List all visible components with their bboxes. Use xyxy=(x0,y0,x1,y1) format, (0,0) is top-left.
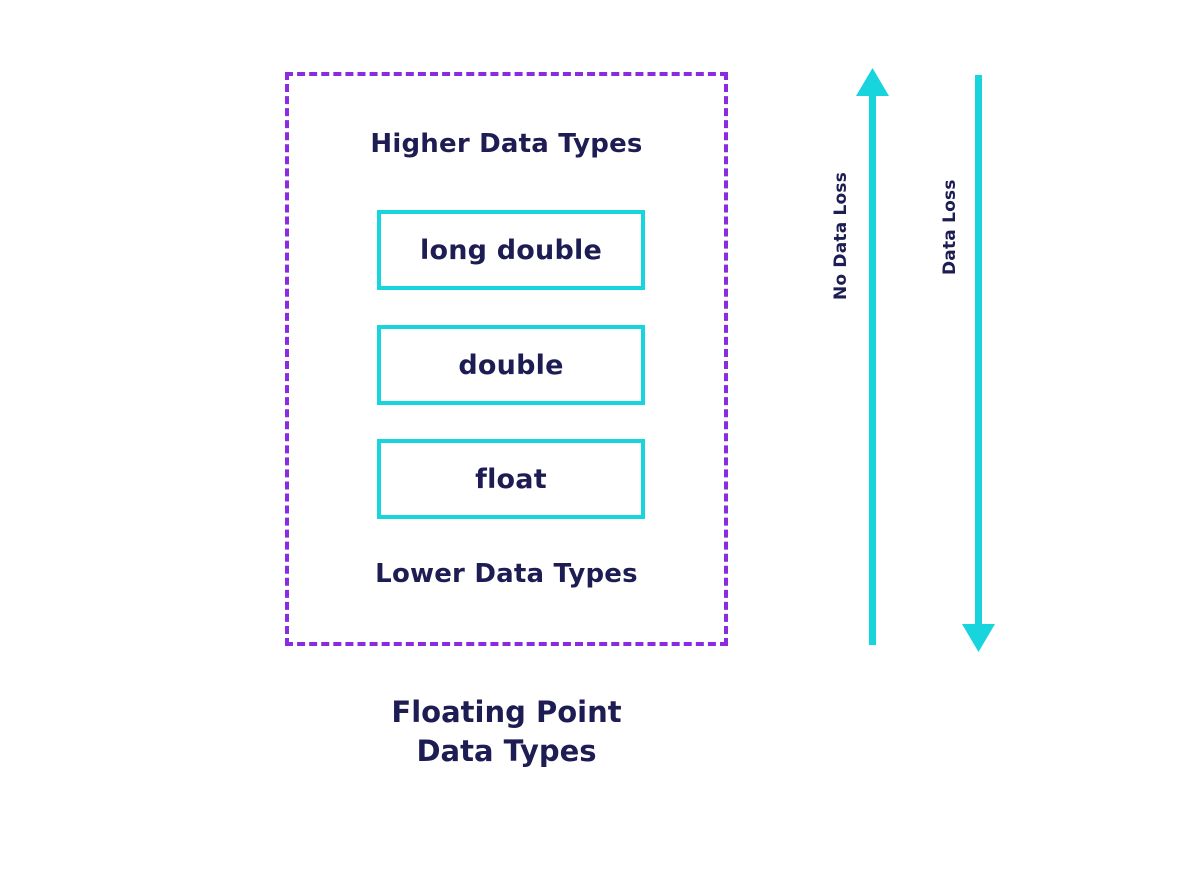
caption-line-1: Floating Point xyxy=(391,695,622,729)
conversion-arrows: No Data Loss Data Loss xyxy=(800,60,1060,660)
type-box-float: float xyxy=(377,439,645,519)
type-label-double: double xyxy=(458,349,564,381)
data-loss-arrow-icon xyxy=(962,75,995,652)
type-box-double: double xyxy=(377,325,645,405)
diagram-caption: Floating Point Data Types xyxy=(285,693,728,771)
caption-line-2: Data Types xyxy=(416,734,597,769)
type-label-float: float xyxy=(475,463,547,495)
no-data-loss-arrow-icon xyxy=(856,68,889,645)
type-box-long-double: long double xyxy=(377,210,645,290)
type-label-long-double: long double xyxy=(420,234,602,266)
arrows-svg xyxy=(856,68,995,652)
higher-data-types-label: Higher Data Types xyxy=(370,129,643,159)
floating-point-group-box: Higher Data Types long double double flo… xyxy=(285,72,728,646)
data-loss-label: Data Loss xyxy=(940,179,960,275)
lower-data-types-label: Lower Data Types xyxy=(375,559,638,589)
no-data-loss-label: No Data Loss xyxy=(831,171,851,300)
